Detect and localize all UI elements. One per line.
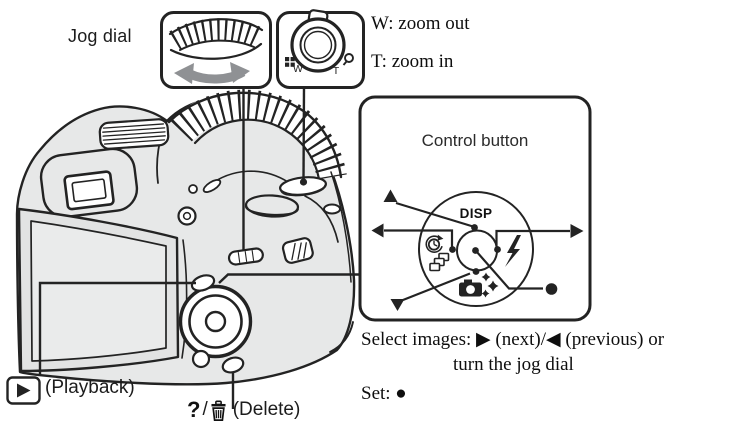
jog-dial-label: Jog dial — [68, 26, 132, 46]
magnifier-icon — [342, 53, 354, 66]
viewfinder — [39, 147, 139, 219]
finder-lcd-button — [177, 206, 197, 226]
leader-lines — [38, 86, 361, 409]
set-instruction: Set: ● — [361, 383, 407, 404]
zoom-out-description: W: zoom out — [371, 13, 470, 34]
burst-icon — [429, 252, 450, 272]
question-mark: ? — [187, 397, 201, 422]
rotate-arrows-icon — [174, 62, 250, 84]
left-arrow-icon — [371, 223, 384, 238]
leader-playback — [38, 281, 196, 375]
playback-icon — [6, 376, 41, 405]
jog-dial-icon — [168, 18, 264, 84]
power-switch — [202, 179, 222, 193]
down-arrow-icon — [390, 299, 405, 311]
zoom-in-description: T: zoom in — [371, 51, 454, 72]
up-arrow-icon — [383, 189, 398, 202]
wide-mark: W — [293, 63, 303, 75]
delete-label-group: ? / (Delete) — [187, 398, 300, 422]
select-images-instruction-cont: turn the jog dial — [453, 354, 574, 375]
slash: / — [202, 399, 208, 420]
playback-label: (Playback) — [45, 377, 135, 398]
tele-mark: T — [332, 65, 340, 77]
power-lamp — [188, 184, 198, 194]
connector-door — [281, 237, 314, 264]
delete-button — [221, 356, 245, 374]
speaker-grille-icon — [98, 118, 170, 150]
jog-dial-control — [227, 247, 264, 266]
lens-ring — [167, 89, 347, 187]
lcd-screen — [17, 207, 188, 373]
flash-icon — [505, 235, 521, 267]
select-images-instruction: Select images: ▶ (next)/◀ (previous) or — [361, 329, 665, 350]
control-button-label: Control button — [421, 131, 529, 150]
leader-control-button — [218, 273, 361, 284]
right-arrow-icon — [570, 224, 584, 238]
index-grid-icon — [285, 57, 295, 67]
leader-zoom-lever — [302, 86, 306, 181]
custom-button — [323, 203, 341, 215]
self-timer-icon — [425, 234, 444, 253]
control-wheel — [178, 284, 253, 359]
shutter-zoom-lever — [279, 176, 327, 197]
menu-button — [191, 349, 211, 369]
zoom-lever-icon — [285, 9, 354, 73]
control-button-callout-box — [358, 95, 592, 322]
set-dot-icon — [545, 283, 558, 295]
disp-label: DISP — [459, 206, 493, 221]
delete-label: (Delete) — [232, 399, 301, 420]
camera-illustration — [15, 89, 356, 386]
smile-shutter-icon — [459, 272, 499, 298]
playback-button — [190, 274, 216, 292]
mode-dial — [244, 194, 300, 218]
trash-icon — [211, 400, 226, 421]
control-wheel-diagram — [371, 189, 584, 311]
